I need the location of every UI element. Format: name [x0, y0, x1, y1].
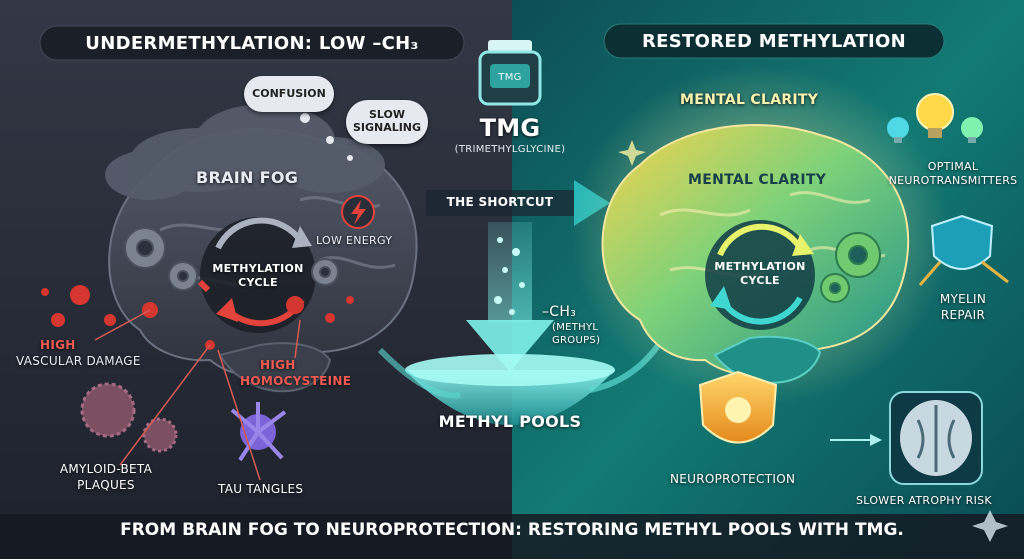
sparkle-icon [618, 140, 646, 166]
low-energy-label: LOW ENERGY [316, 234, 393, 247]
brain-scan-icon [889, 391, 983, 485]
neurotransmitters-label: OPTIMAL NEUROTRANSMITTERS [888, 160, 1018, 188]
mental-clarity-brain: MENTAL CLARITY [688, 172, 827, 188]
right-title-pill [603, 23, 945, 59]
amyloid-label: AMYLOID-BETA PLAQUES [59, 462, 153, 492]
tmg-fullname: (TRIMETHYLGLYCINE) [454, 144, 566, 155]
pointer-lines [94, 309, 301, 481]
left-title-pill [39, 25, 465, 61]
myelin-label: MYELIN REPAIR [939, 292, 987, 322]
tau-label: TAU TANGLES [218, 482, 304, 496]
homocysteine-high-label: HIGH [260, 358, 296, 372]
homocysteine-label: HOMOCYSTEINE [240, 374, 352, 388]
shortcut-band [426, 190, 574, 216]
gear-icon [820, 232, 881, 303]
amyloid-plaque-icon [80, 382, 178, 453]
bottom-caption: FROM BRAIN FOG TO NEUROPROTECTION: RESTO… [120, 520, 904, 540]
caption-band [0, 514, 1024, 559]
vascular-high-label: HIGH [40, 338, 76, 352]
lightning-icon [341, 195, 375, 229]
bubble-dot [347, 155, 353, 161]
methyl-pools-label: METHYL POOLS [438, 412, 582, 431]
arrow-head [870, 434, 882, 446]
lightbulb-icon [887, 93, 983, 143]
left-title: UNDERMETHYLATION: LOW –CH₃ [85, 32, 419, 54]
sparkle-icon [972, 510, 1008, 542]
methyl-drops [494, 237, 525, 315]
neuroprotection-label: NEUROPROTECTION [670, 472, 796, 486]
ch3-label: –CH₃ [542, 304, 577, 320]
methyl-stream [466, 222, 554, 372]
left-cycle-label: METHYLATION CYCLE [212, 262, 304, 289]
bubble-dot [326, 136, 334, 144]
neuroprotection-shield-icon [698, 370, 778, 444]
slow-signaling-bubble: SLOW SIGNALING [346, 100, 428, 144]
shortcut-label: THE SHORTCUT [446, 195, 554, 209]
tmg-label: TMG [479, 114, 541, 142]
bottle-label: TMG [498, 72, 522, 83]
atrophy-label: SLOWER ATROPHY RISK [856, 494, 992, 507]
bubble-dot [300, 113, 310, 123]
myelin-shield-icon [918, 214, 1009, 286]
ch3-note: (METHYL GROUPS) [552, 322, 601, 346]
methyl-pool-bowl [405, 354, 615, 425]
right-cycle-label: METHYLATION CYCLE [714, 260, 806, 287]
supplement-bottle-icon [478, 40, 542, 106]
healthy-cycle-icon [705, 220, 815, 330]
brain-fog-label: BRAIN FOG [196, 168, 299, 187]
confusion-bubble: CONFUSION [244, 76, 334, 112]
tau-tangle-icon [230, 402, 287, 462]
flow-arrow-left [377, 347, 461, 399]
gear-icon [124, 227, 339, 291]
mental-clarity-top: MENTAL CLARITY [680, 92, 819, 108]
right-title: RESTORED METHYLATION [642, 30, 906, 52]
fog-cloud [105, 104, 385, 200]
vascular-damage-label: VASCULAR DAMAGE [16, 354, 141, 368]
